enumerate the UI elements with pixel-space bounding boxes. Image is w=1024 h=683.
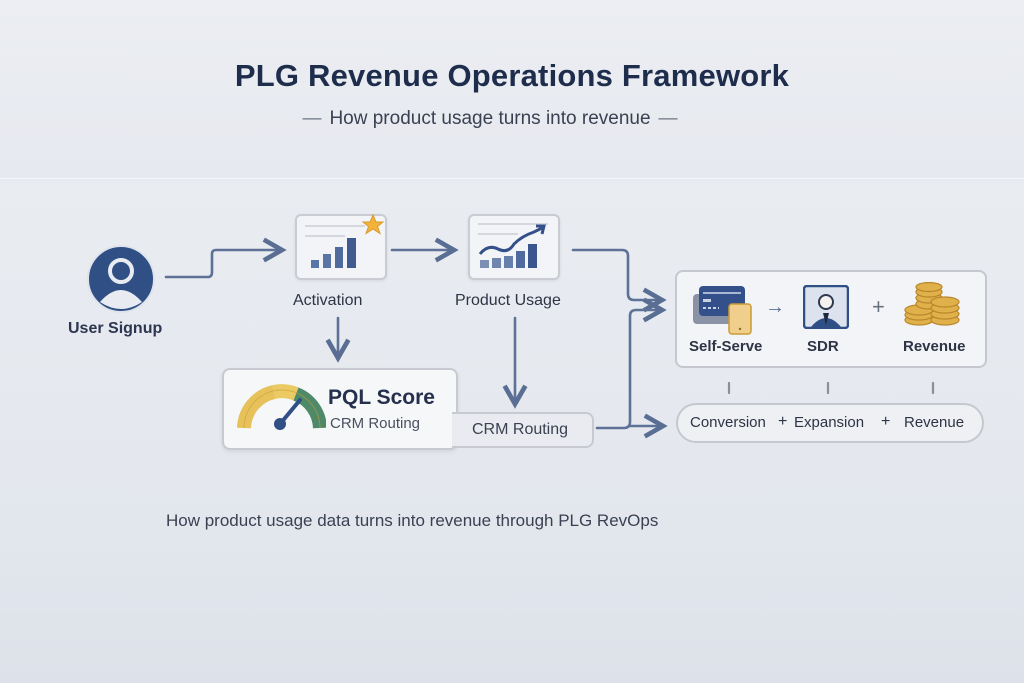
gauge-icon: [237, 384, 326, 430]
crm-routing-box: CRM Routing: [452, 412, 594, 448]
pql-score-title: PQL Score: [328, 386, 435, 409]
product-usage-label: Product Usage: [455, 292, 561, 309]
sales-rep-icon: [803, 285, 849, 329]
pql-score-card: PQL Score CRM Routing: [222, 368, 458, 450]
plus-icon: +: [872, 294, 885, 319]
revenue-summary-pill: Conversion + Expansion + Revenue: [676, 403, 984, 443]
user-avatar-icon: [87, 245, 155, 313]
activation-label: Activation: [293, 292, 363, 309]
subtitle-dash-right: —: [658, 108, 678, 129]
trending-chart-icon: [478, 223, 548, 268]
summary-expansion: Expansion: [794, 414, 865, 431]
pql-score-sublabel: CRM Routing: [330, 415, 421, 432]
page-subtitle: — How product usage turns into revenue —: [0, 108, 980, 130]
outcomes-panel: → + Self-Serve SDR Revenue: [675, 270, 987, 368]
user-signup-label: User Signup: [68, 320, 163, 337]
summary-plus-2: +: [881, 413, 891, 430]
channel-revenue-label: Revenue: [903, 338, 966, 355]
bar-chart-star-icon: [305, 214, 385, 268]
coins-icon: [904, 282, 960, 326]
subtitle-text: How product usage turns into revenue: [329, 108, 651, 129]
credit-card-icon: [693, 286, 752, 335]
figure-caption: How product usage data turns into revenu…: [166, 511, 659, 530]
subtitle-dash-left: —: [302, 108, 322, 129]
arrow-icon: →: [765, 296, 785, 318]
channel-sdr-label: SDR: [807, 338, 839, 355]
summary-revenue: Revenue: [904, 414, 965, 431]
summary-plus-1: +: [778, 413, 788, 430]
section-divider: [0, 178, 1024, 179]
channel-self-serve-label: Self-Serve: [689, 338, 763, 355]
crm-routing-label: CRM Routing: [472, 421, 569, 438]
page-title: PLG Revenue Operations Framework: [234, 58, 790, 93]
summary-conversion: Conversion: [690, 414, 766, 431]
